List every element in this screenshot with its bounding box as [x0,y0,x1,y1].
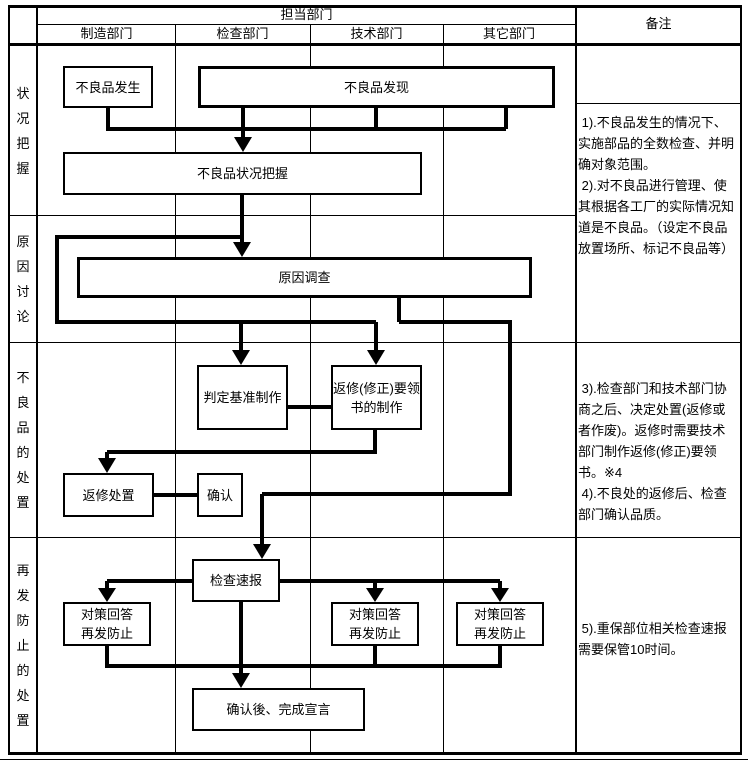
grid-vline-rowlabel [36,5,38,755]
node-label-line2: 再发防止 [348,626,401,641]
node-cause-investigation: 原因调查 [77,257,532,298]
grid-border-top [8,5,742,8]
node-label-line1: 对策回答 [473,607,526,622]
node-label-line1: 对策回答 [348,607,401,622]
node-defect-occurrence: 不良品发生 [63,66,153,108]
node-label-line2: 再发防止 [80,626,133,641]
grid-vline-col2 [310,24,311,752]
grid-vline-col3 [443,24,444,752]
connector-top-bus [106,108,508,148]
remarks-label: 备注 [645,16,672,31]
remark-note-2: 2).对不良品进行管理、使其根据各工厂的实际情况知道是不良品。（设定不良品放置场… [578,178,735,256]
remarks-block-2: 3).检查部门和技术部门协商之后、决定处置(返修或者作废)。返修时需要技术部门制… [578,378,738,525]
grid-underline-bottom [0,759,748,760]
arrowheads [98,137,509,688]
header-dept-manufacturing: 制造部门 [38,24,175,43]
header-dept-technical: 技术部门 [310,24,443,43]
node-label: 判定基准制作 [203,390,282,405]
node-label: 不良品发现 [343,79,409,95]
grid-hline-row3 [8,537,742,538]
connector-report-buses [105,579,502,596]
remark-note-3: 3).检查部门和技术部门协商之后、决定处置(返修或者作废)。返修时需要技术部门制… [578,381,727,480]
node-label: 确认 [206,487,233,503]
node-label-line2: 再发防止 [473,626,526,641]
remark-note-4: 4).不良处的返修后、检查部门确认品质。 [578,486,727,522]
node-countermeasure-technical: 对策回答 再发防止 [331,602,419,646]
row-label-text: 不良品的处置 [16,370,30,510]
node-situation-grasp: 不良品状况把握 [63,152,422,195]
node-label: 原因调查 [278,270,331,285]
grid-border-left [8,5,10,755]
header-dept-inspection: 检查部门 [175,24,310,43]
node-rework-manual: 返修(修正)要领 书的制作 [331,365,422,430]
node-label: 不良品发生 [75,79,141,95]
node-label-line2: 书的制作 [350,399,403,415]
grid-hline-row1 [8,215,576,216]
row-label-recurrence-prevention: 再发防止的处置 [10,538,36,752]
node-label: 确认後、完成宣言 [226,702,331,717]
row-label-text: 状况把握 [16,85,30,176]
dept-label: 其它部门 [482,25,535,41]
remarks-block-3: 5).重保部位相关检查速报需要保管10时间。 [578,618,738,660]
header-dept-other: 其它部门 [443,24,575,43]
dept-label: 制造部门 [80,25,133,41]
dept-label: 技术部门 [350,25,403,41]
header-responsible-depts: 担当部门 [38,5,575,24]
node-criteria-creation: 判定基准制作 [197,365,288,430]
grid-hline-remarks1 [577,103,740,104]
remarks-block-1: 1).不良品发生的情况下、实施部品的全数检查、并明确对象范围。 2).对不良品进… [578,112,738,259]
node-label-line1: 对策回答 [80,607,133,622]
grid-border-right [740,5,742,755]
remark-note-5: 5).重保部位相关检查速报需要保管10时间。 [578,621,727,657]
row-label-text: 原因讨论 [16,234,30,324]
connector-manual-to-disposal [105,430,377,466]
grid-vline-col1 [175,24,176,752]
grid-border-bottom [8,752,742,755]
row-label-defect-disposal: 不良品的处置 [10,343,36,537]
node-label: 不良品状况把握 [196,166,288,181]
grid-hline-subheader [38,24,575,25]
node-confirm: 确认 [197,473,243,517]
remark-note-1: 1).不良品发生的情况下、实施部品的全数检查、并明确对象范围。 [578,115,735,172]
grid-hline-header-bottom [8,43,742,46]
node-completion-declaration: 确认後、完成宣言 [192,688,365,731]
node-defect-discovery: 不良品发现 [198,66,555,108]
node-label-line1: 返修(修正)要领 [333,380,420,396]
row-label-text: 再发防止的处置 [16,562,30,728]
dept-label: 检查部门 [216,25,269,41]
grid-vline-remarks [575,5,577,755]
node-label: 返修处置 [82,487,135,503]
node-rework-disposal: 返修处置 [63,473,154,517]
node-countermeasure-other: 对策回答 再发防止 [456,602,544,646]
connector-right-loop [260,298,512,550]
header-remarks: 备注 [577,5,740,43]
node-inspection-report: 检查速报 [192,559,280,602]
connector-bottom-bus [105,645,502,668]
node-label: 检查速报 [209,573,262,588]
row-label-cause-discussion: 原因讨论 [10,216,36,342]
header-title-label: 担当部门 [280,6,333,22]
node-countermeasure-manufacturing: 对策回答 再发防止 [63,602,151,646]
row-label-situation-grasp: 状况把握 [10,46,36,215]
